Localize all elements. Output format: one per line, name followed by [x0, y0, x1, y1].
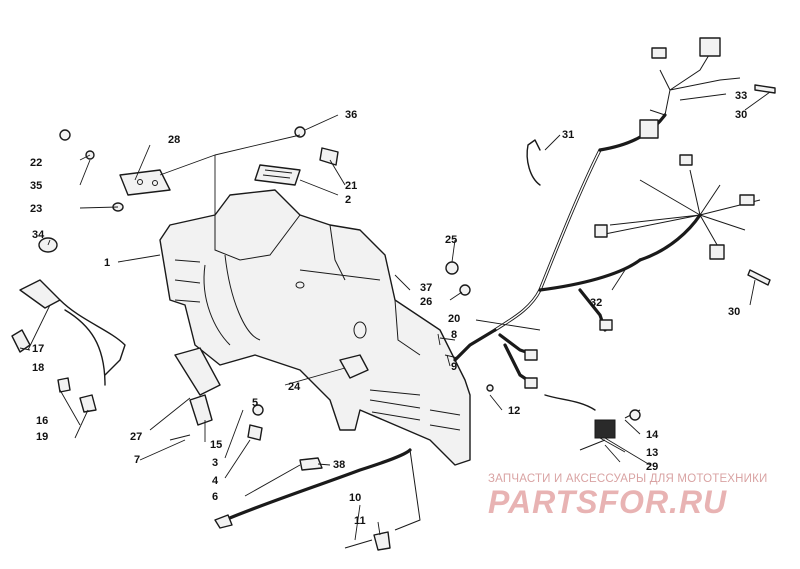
ground-cable — [214, 448, 421, 551]
callout-38: 38 — [333, 459, 345, 471]
callout-20: 20 — [448, 313, 460, 325]
callout-27: 27 — [130, 431, 142, 443]
callout-8: 8 — [451, 329, 457, 341]
callout-22: 22 — [30, 157, 42, 169]
callout-5: 5 — [252, 397, 258, 409]
callout-labels: 1 2 3 4 5 6 7 8 9 10 11 12 13 14 15 16 1… — [30, 90, 747, 527]
callout-10: 10 — [349, 492, 361, 504]
wiring-harness — [453, 37, 761, 389]
callout-26: 26 — [420, 296, 432, 308]
callout-36: 36 — [345, 109, 357, 121]
callout-28: 28 — [168, 134, 180, 146]
callout-1: 1 — [104, 257, 110, 269]
brackets — [119, 169, 221, 426]
callout-19: 19 — [36, 431, 48, 443]
callout-11: 11 — [354, 515, 366, 527]
callout-33: 33 — [735, 90, 747, 102]
callout-37: 37 — [420, 282, 432, 294]
callout-23: 23 — [30, 203, 42, 215]
callout-16: 16 — [36, 415, 48, 427]
console-panel — [159, 189, 471, 466]
throttle-cable-assembly — [11, 237, 126, 386]
callout-15: 15 — [210, 439, 222, 451]
callout-14: 14 — [646, 429, 659, 441]
callout-30b: 30 — [728, 306, 740, 318]
callout-31: 31 — [562, 129, 574, 141]
callout-18: 18 — [32, 362, 44, 374]
gauge-bezel-part — [254, 164, 301, 186]
callout-4: 4 — [212, 475, 219, 487]
callout-29: 29 — [646, 461, 658, 473]
callout-35: 35 — [30, 180, 42, 192]
callout-25: 25 — [445, 234, 457, 246]
callout-3: 3 — [212, 457, 218, 469]
callout-13: 13 — [646, 447, 658, 459]
callout-6: 6 — [212, 491, 218, 503]
callout-34: 34 — [32, 229, 45, 241]
regulator-lead — [544, 394, 641, 451]
callout-30a: 30 — [735, 109, 747, 121]
callout-24: 24 — [288, 381, 301, 393]
terminals — [747, 84, 776, 286]
callout-12: 12 — [508, 405, 520, 417]
watermark-subtitle: ЗАПЧАСТИ И АКСЕССУАРЫ ДЛЯ МОТОТЕХНИКИ — [488, 473, 768, 485]
callout-7: 7 — [134, 454, 140, 466]
callout-32: 32 — [590, 297, 602, 309]
callout-21: 21 — [345, 180, 357, 192]
callout-17: 17 — [32, 343, 44, 355]
callout-9: 9 — [451, 361, 457, 373]
watermark-brand: PARTSFOR.RU — [488, 484, 728, 520]
leader-lines — [19, 91, 771, 541]
watermark: ЗАПЧАСТИ И АКСЕССУАРЫ ДЛЯ МОТОТЕХНИКИ PA… — [488, 473, 793, 519]
callout-2: 2 — [345, 194, 351, 206]
